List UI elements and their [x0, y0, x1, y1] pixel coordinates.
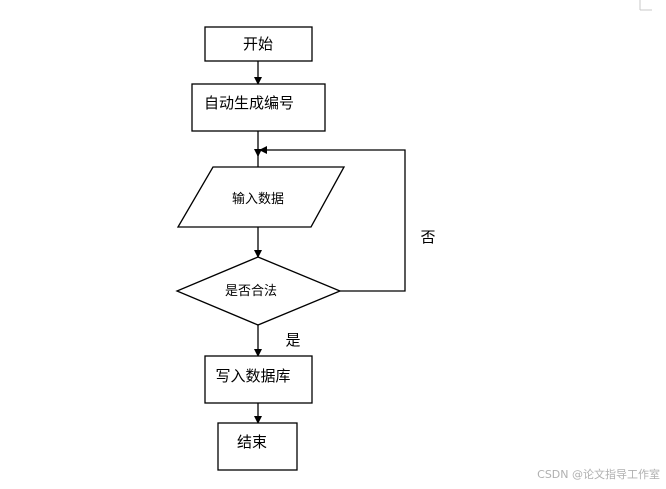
start-node-label: 开始 [243, 35, 273, 53]
end-node-label: 结束 [237, 433, 267, 451]
write-db-node-label: 写入数据库 [215, 367, 290, 385]
edge-no-label: 否 [420, 228, 435, 246]
validity-decision-node-label: 是否合法 [225, 284, 277, 299]
edge-yes-label: 是 [285, 331, 300, 349]
auto-number-node-label: 自动生成编号 [204, 94, 294, 112]
start-node: 开始 [204, 26, 313, 62]
csdn-watermark: CSDN @论文指导工作室 [537, 467, 660, 481]
page-corner-marks [639, 0, 652, 11]
edge-no-loop-back [259, 146, 406, 292]
write-db-node: 写入数据库 [204, 355, 313, 404]
input-data-node: 输入数据 [176, 166, 346, 228]
end-node: 结束 [217, 422, 298, 471]
input-data-node-label: 输入数据 [232, 191, 284, 207]
auto-number-node: 自动生成编号 [191, 83, 326, 132]
validity-decision-node: 是否合法 [175, 256, 342, 326]
